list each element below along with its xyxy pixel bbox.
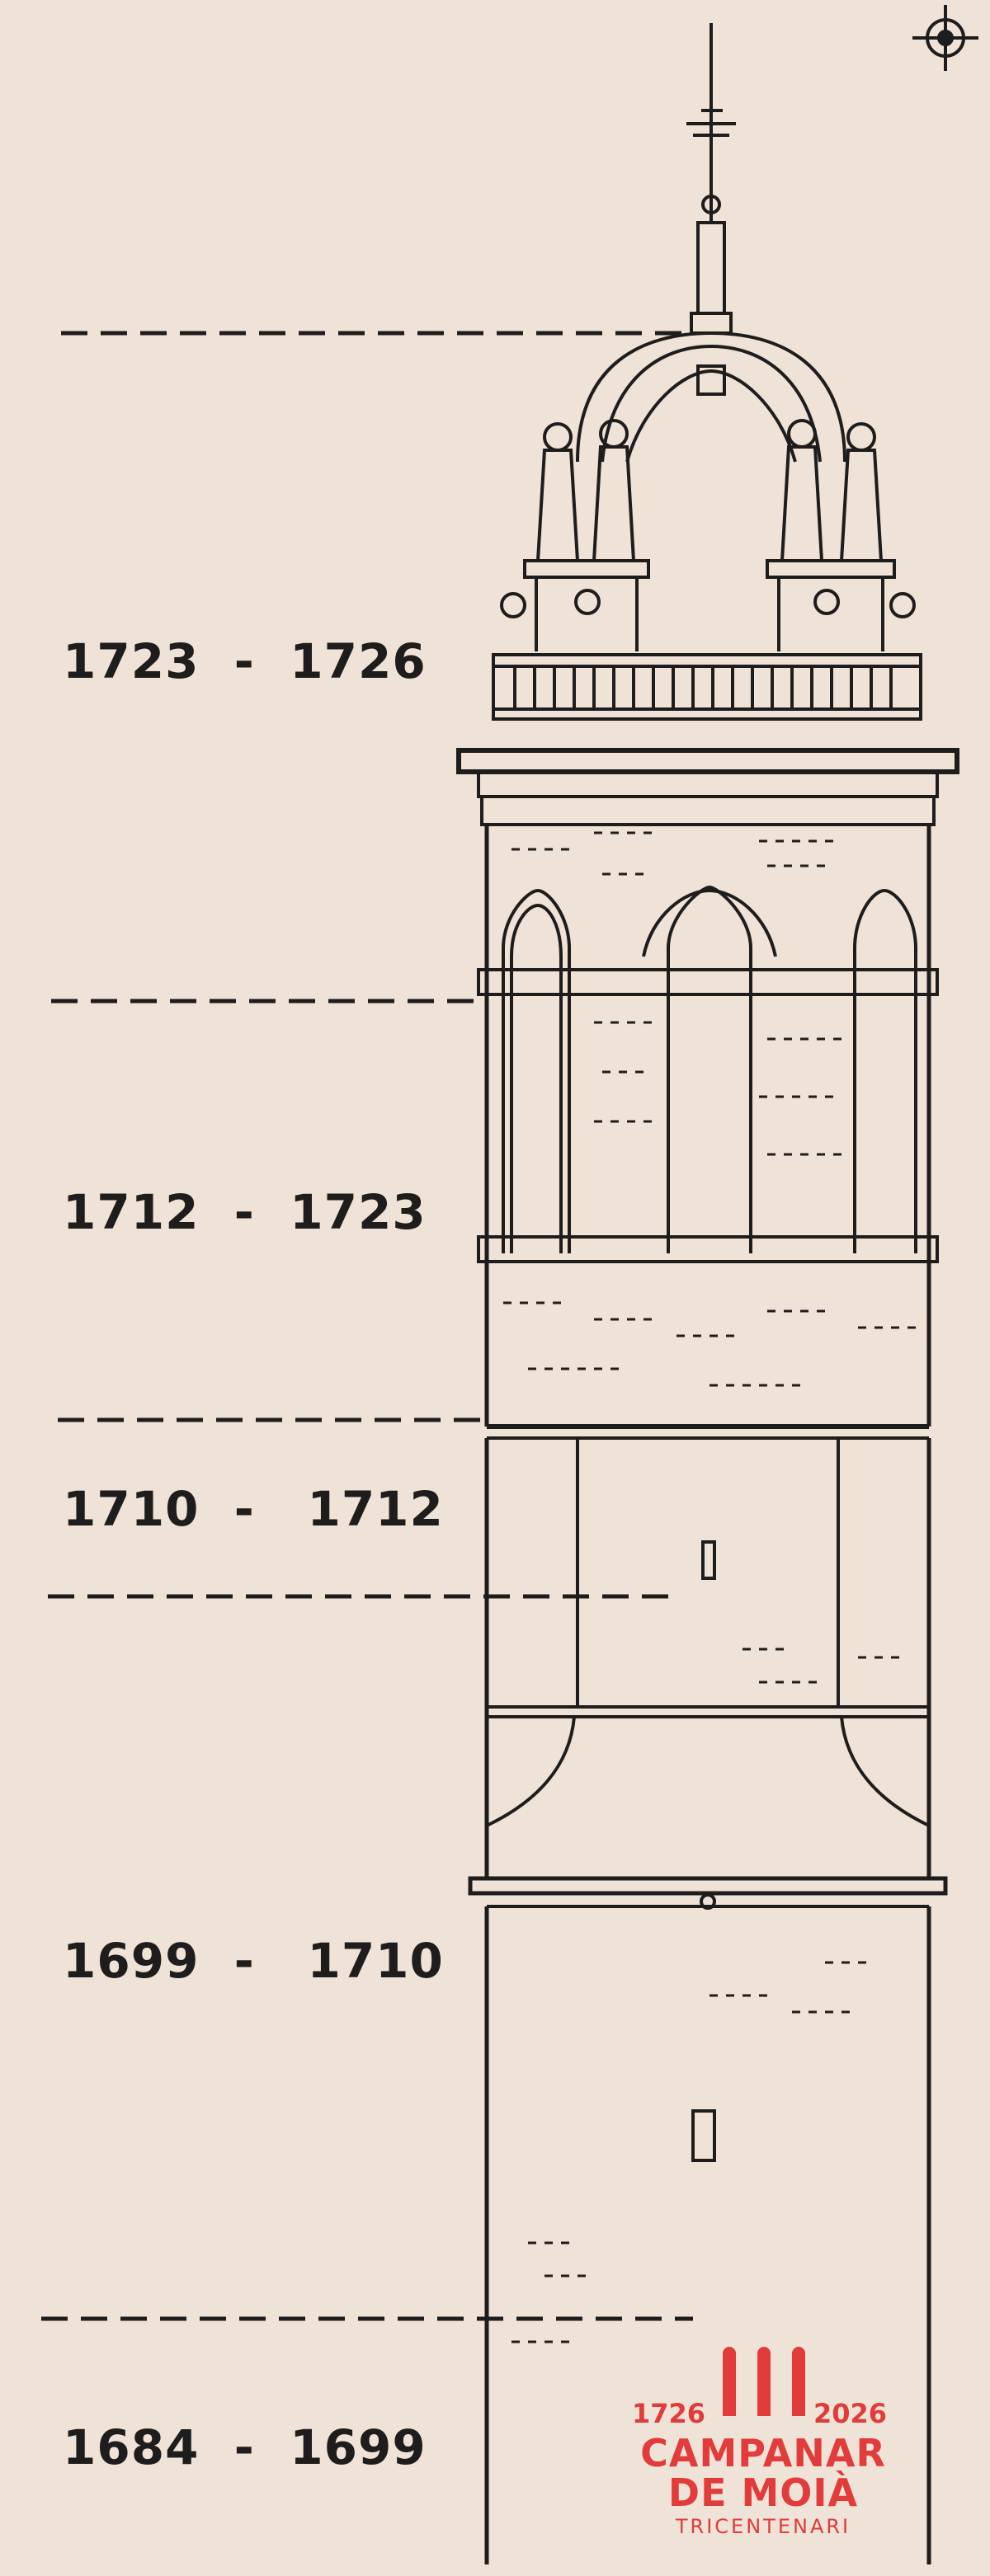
period-label-1710-1712: 1710 - 1712 — [63, 1481, 444, 1537]
tower — [456, 23, 959, 2564]
period-dividers — [41, 331, 695, 2321]
logo-subtitle: TRICENTENARI — [675, 2515, 851, 2538]
balusters — [513, 668, 893, 707]
period-label-1699-1710: 1699 - 1710 — [63, 1933, 444, 1989]
logo-title-line2: DE MOIÀ — [667, 2470, 859, 2515]
arch-openings — [502, 885, 917, 1253]
logo-year-start: 1726 — [632, 2398, 706, 2429]
logo-bars-icon — [706, 2347, 822, 2421]
pinnacles-upper — [535, 419, 884, 562]
period-label-1684-1699: 1684 - 1699 — [63, 2419, 427, 2475]
period-label-1712-1723: 1712 - 1723 — [63, 1184, 427, 1240]
period-label-1723-1726: 1723 - 1726 — [63, 633, 427, 689]
logo-title-line1: CAMPANAR — [640, 2431, 886, 2475]
crosshair-icon — [912, 5, 978, 71]
pinnacles-lower — [500, 589, 916, 618]
stone-texture — [503, 831, 916, 2343]
tricentenari-logo: 1726 2026 CAMPANAR DE MOIÀ TRICENTENARI — [627, 2347, 899, 2569]
logo-year-end: 2026 — [813, 2398, 888, 2429]
